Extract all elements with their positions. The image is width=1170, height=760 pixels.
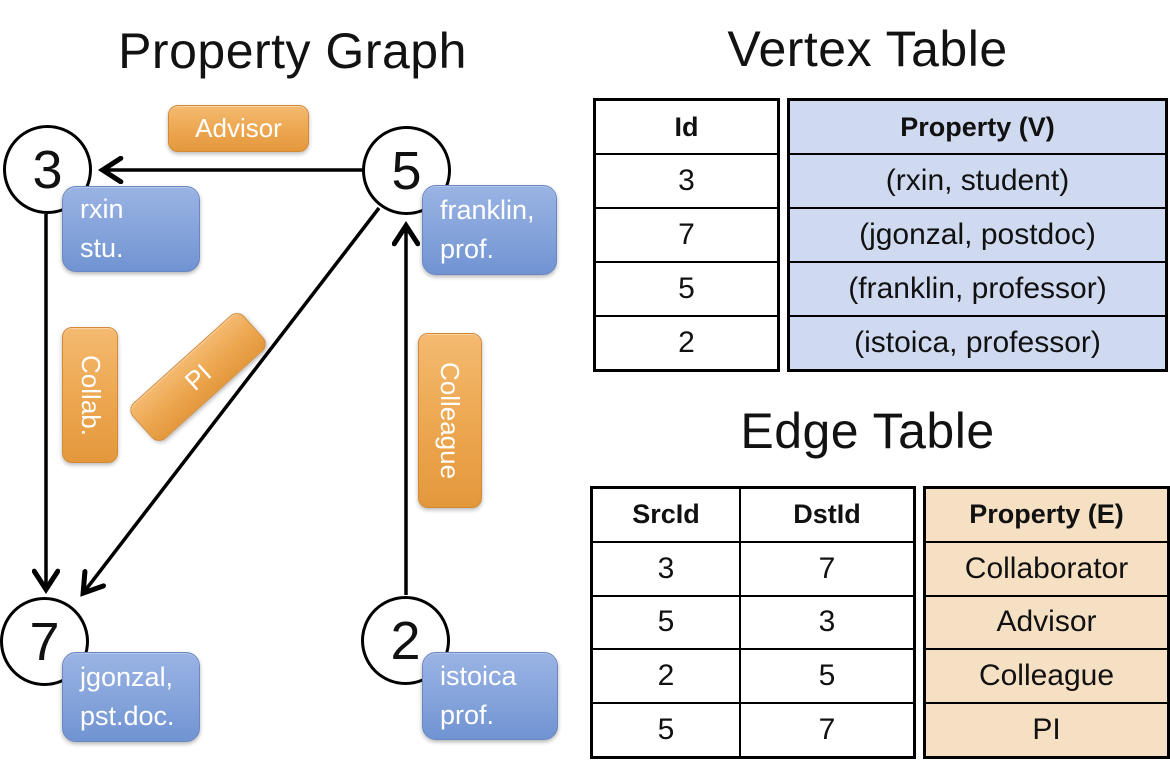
edge-table-header-srcid: SrcId: [632, 499, 700, 530]
edge-table-cell-dstid: 7: [739, 542, 913, 595]
edge-table-cell-srcid: 3: [657, 551, 675, 585]
vertex-table-cell-id: 5: [678, 272, 695, 305]
vertex-property-box-rxin: rxin stu.: [62, 186, 200, 272]
vertex-table-cell-property: (istoica, professor): [790, 317, 1165, 369]
vertex-property-jgonzal-line1: jgonzal,: [80, 661, 174, 692]
edge-table-cell-srcid: 2: [657, 659, 675, 693]
vertex-property-box-franklin: franklin, prof.: [422, 185, 557, 275]
vertex-id-5: 5: [391, 140, 422, 201]
vertex-table-cell-property: (franklin, professor): [790, 263, 1165, 315]
graph-edges-canvas: [0, 0, 585, 760]
edge-table-cell-property: Colleague: [926, 650, 1167, 703]
edge-label-pi-text: PI: [178, 357, 217, 397]
vertex-property-franklin-line2: prof.: [440, 234, 495, 264]
vertex-property-rxin-line1: rxin: [80, 193, 124, 224]
edge-table-cell-srcid: 5: [657, 713, 675, 747]
edge-label-collaborator-text: Collab.: [75, 354, 106, 436]
edge-table-header-property: Property (E): [926, 489, 1167, 541]
edge-table-cell-srcid: 5: [657, 605, 675, 639]
vertex-id-2: 2: [390, 610, 421, 671]
vertex-table-header-id: Id: [674, 111, 699, 142]
vertex-table-cell-property: (rxin, student): [790, 155, 1165, 207]
vertex-property-box-jgonzal: jgonzal, pst.doc.: [62, 652, 200, 742]
edge-table-src-dst-columns: SrcId DstId 3 7 5 3 2 5 5 7: [590, 486, 916, 759]
vertex-id-7: 7: [29, 611, 60, 672]
edge-label-colleague-text: Colleague: [435, 361, 466, 480]
edge-table-cell-property: Collaborator: [926, 542, 1167, 595]
vertex-table-id-column: Id 3 7 5 2: [593, 98, 780, 372]
vertex-property-jgonzal-line2: pst.doc.: [80, 701, 175, 731]
edge-arrow-5-to-7: [84, 206, 381, 592]
edge-table-cell-dstid: 7: [739, 704, 913, 756]
vertex-table-title: Vertex Table: [727, 21, 1008, 77]
edge-label-colleague: Colleague: [418, 333, 482, 508]
edge-table-header-dstid: DstId: [739, 489, 913, 541]
vertex-table-property-column: Property (V) (rxin, student) (jgonzal, p…: [787, 98, 1168, 372]
edge-table-cell-property: Advisor: [926, 596, 1167, 649]
edge-label-collaborator: Collab.: [62, 327, 118, 463]
vertex-table-header-property: Property (V): [790, 101, 1165, 153]
edge-table-property-column: Property (E) Collaborator Advisor Collea…: [923, 486, 1170, 759]
edge-label-advisor-text: Advisor: [195, 113, 282, 143]
vertex-table-cell-id: 7: [678, 218, 695, 251]
edge-table-cell-property: PI: [926, 704, 1167, 756]
vertex-table-cell-id: 2: [678, 326, 695, 359]
vertex-property-box-istoica: istoica prof.: [422, 652, 558, 740]
vertex-property-franklin-line1: franklin,: [440, 194, 535, 225]
vertex-property-istoica-line1: istoica: [440, 660, 517, 691]
vertex-table-cell-id: 3: [678, 164, 695, 197]
vertex-table-cell-property: (jgonzal, postdoc): [790, 209, 1165, 261]
property-graph-title: Property Graph: [118, 23, 467, 79]
vertex-circle-2: 2: [361, 596, 450, 685]
edge-table-cell-dstid: 5: [739, 650, 913, 703]
vertex-property-istoica-line2: prof.: [440, 700, 495, 730]
edge-table-title: Edge Table: [740, 403, 995, 459]
vertex-id-3: 3: [32, 139, 63, 200]
vertex-circle-5: 5: [362, 126, 451, 215]
vertex-property-rxin-line2: stu.: [80, 233, 124, 263]
edge-label-advisor: Advisor: [168, 105, 309, 152]
edge-table-cell-dstid: 3: [739, 596, 913, 649]
